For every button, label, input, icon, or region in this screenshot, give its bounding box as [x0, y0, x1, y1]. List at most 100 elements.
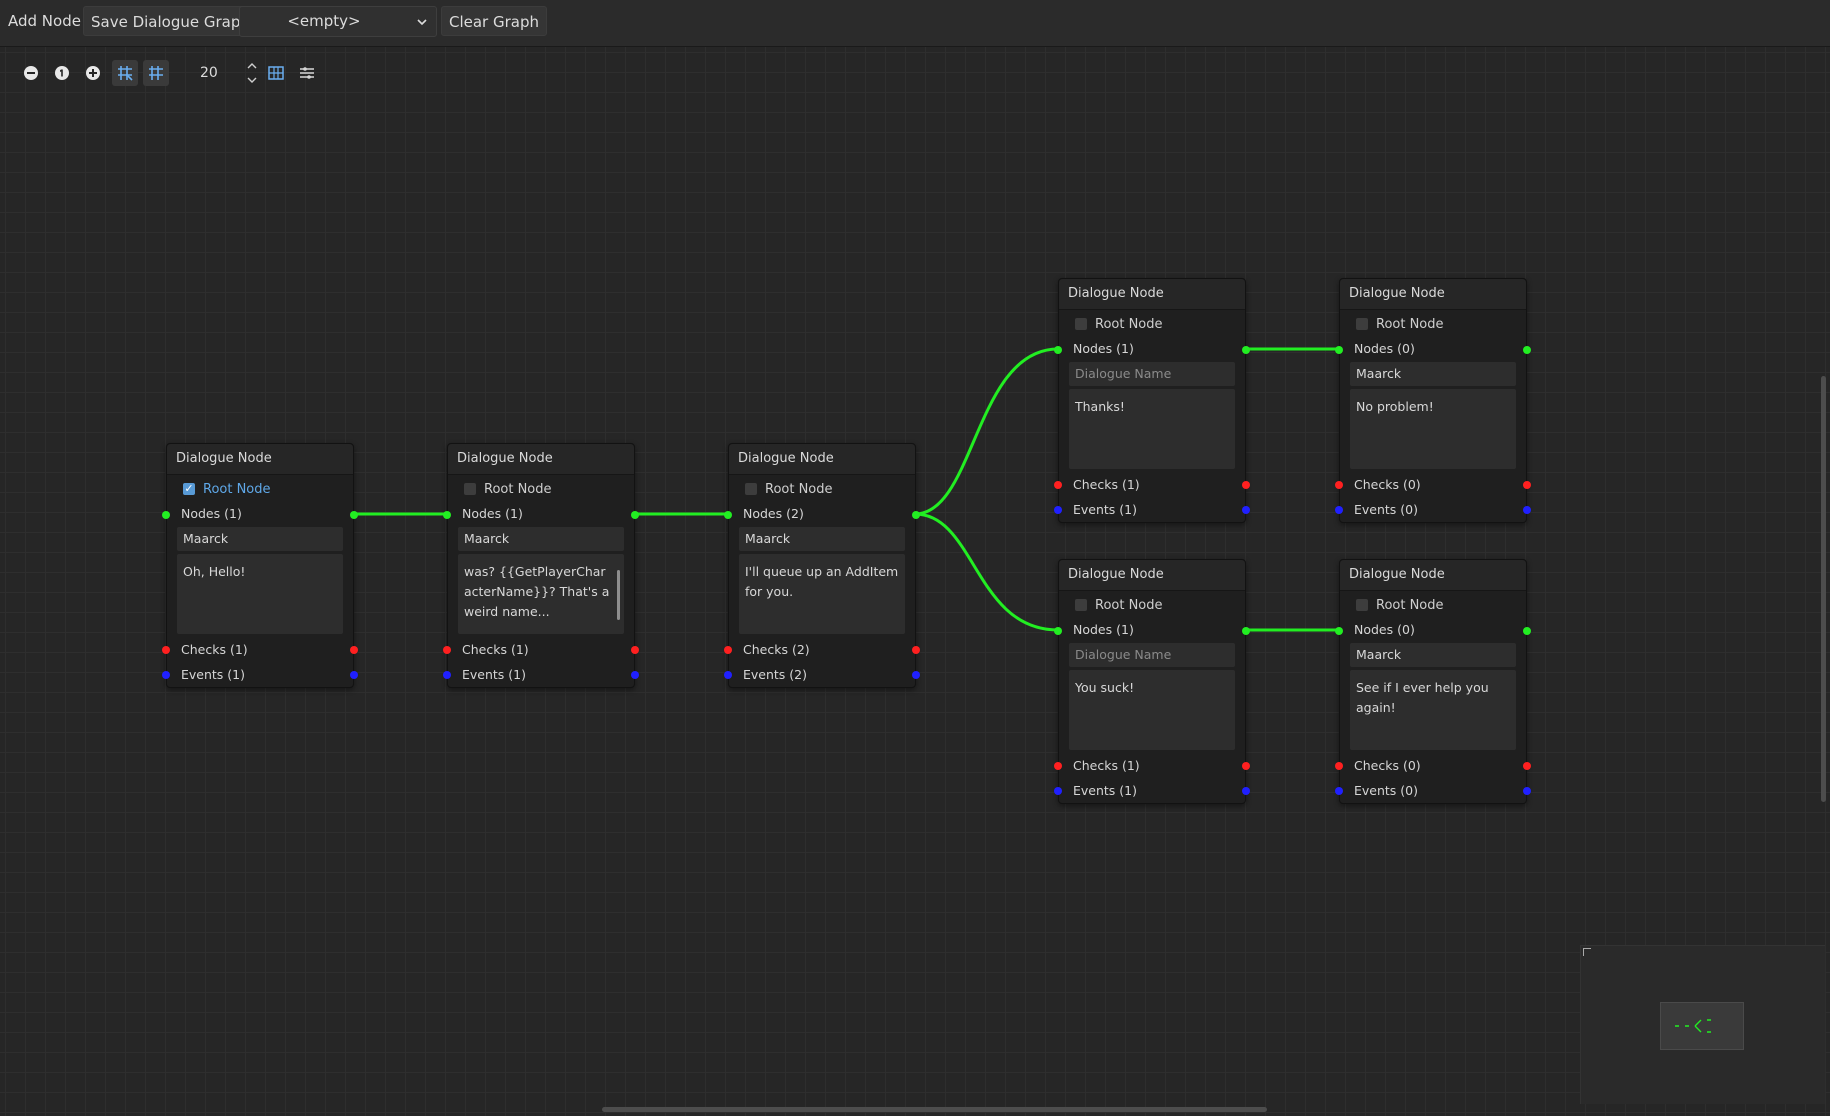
node-title[interactable]: Dialogue Node: [1059, 560, 1245, 591]
events-input-port[interactable]: [1335, 506, 1343, 514]
dialogue-node[interactable]: Dialogue Node Root Node Nodes (0) Maarck…: [1335, 559, 1531, 804]
minimap-viewport[interactable]: [1660, 1002, 1744, 1050]
minimap-resize-handle[interactable]: [1583, 948, 1591, 956]
zoom-out-icon[interactable]: [18, 60, 44, 86]
checks-input-port[interactable]: [162, 646, 170, 654]
events-input-port[interactable]: [443, 671, 451, 679]
checks-output-port[interactable]: [350, 646, 358, 654]
dialogue-name-input[interactable]: Maarck: [1350, 643, 1516, 667]
root-node-checkbox[interactable]: Root Node: [1356, 596, 1444, 614]
checkbox-icon[interactable]: [1075, 318, 1087, 330]
zoom-in-icon[interactable]: [80, 60, 106, 86]
snap-distance-spinbox[interactable]: 20: [176, 60, 258, 86]
dialogue-text-input[interactable]: You suck!: [1069, 670, 1235, 750]
node-input-port[interactable]: [1054, 346, 1062, 354]
dialogue-node[interactable]: Dialogue Node Root Node Nodes (2) Maarck…: [724, 443, 920, 688]
node-output-port[interactable]: [1523, 627, 1531, 635]
checks-output-port[interactable]: [912, 646, 920, 654]
checks-output-port[interactable]: [631, 646, 639, 654]
node-output-port[interactable]: [631, 511, 639, 519]
checkbox-icon[interactable]: [1356, 599, 1368, 611]
node-title[interactable]: Dialogue Node: [1340, 560, 1526, 591]
checks-input-port[interactable]: [443, 646, 451, 654]
dialogue-node[interactable]: Dialogue Node Root Node Nodes (1) Dialog…: [1054, 278, 1250, 523]
events-input-port[interactable]: [724, 671, 732, 679]
node-output-port[interactable]: [1242, 627, 1250, 635]
checkbox-icon[interactable]: [464, 483, 476, 495]
checks-input-port[interactable]: [1054, 481, 1062, 489]
dialogue-text-input[interactable]: was? {{GetPlayerCharacterName}}? That's …: [458, 554, 624, 634]
events-output-port[interactable]: [1523, 787, 1531, 795]
vertical-scrollbar[interactable]: [1821, 376, 1826, 802]
checkbox-icon[interactable]: [1075, 599, 1087, 611]
node-output-port[interactable]: [350, 511, 358, 519]
events-input-port[interactable]: [1054, 506, 1062, 514]
events-output-port[interactable]: [631, 671, 639, 679]
node-input-port[interactable]: [443, 511, 451, 519]
events-output-port[interactable]: [1242, 506, 1250, 514]
dialogue-name-input[interactable]: Maarck: [1350, 362, 1516, 386]
dialogue-name-input[interactable]: Maarck: [458, 527, 624, 551]
dialogue-text-input[interactable]: Oh, Hello!: [177, 554, 343, 634]
minimap[interactable]: [1580, 945, 1825, 1104]
node-input-port[interactable]: [724, 511, 732, 519]
events-input-port[interactable]: [1335, 787, 1343, 795]
dialogue-name-input[interactable]: Maarck: [739, 527, 905, 551]
checks-input-port[interactable]: [1335, 762, 1343, 770]
events-output-port[interactable]: [1523, 506, 1531, 514]
clear-graph-button[interactable]: Clear Graph: [441, 6, 548, 36]
add-node-button[interactable]: Add Node: [8, 12, 81, 30]
dialogue-node[interactable]: Dialogue Node ✓ Root Node Nodes (1) Maar…: [162, 443, 358, 688]
node-input-port[interactable]: [162, 511, 170, 519]
dialogue-text-input[interactable]: Thanks!: [1069, 389, 1235, 469]
root-node-checkbox[interactable]: Root Node: [464, 480, 552, 498]
dialogue-name-input[interactable]: Dialogue Name: [1069, 362, 1235, 386]
checks-input-port[interactable]: [1054, 762, 1062, 770]
node-input-port[interactable]: [1335, 627, 1343, 635]
node-output-port[interactable]: [1242, 346, 1250, 354]
checks-output-port[interactable]: [1523, 762, 1531, 770]
node-title[interactable]: Dialogue Node: [167, 444, 353, 475]
dialogue-name-input[interactable]: Dialogue Name: [1069, 643, 1235, 667]
snap-grid-icon[interactable]: [112, 60, 138, 86]
root-node-checkbox[interactable]: ✓ Root Node: [183, 480, 271, 498]
save-dialogue-graph-button[interactable]: Save Dialogue Graph: [83, 6, 258, 36]
arrange-icon[interactable]: [294, 60, 320, 86]
root-node-checkbox[interactable]: Root Node: [745, 480, 833, 498]
events-output-port[interactable]: [350, 671, 358, 679]
node-input-port[interactable]: [1054, 627, 1062, 635]
root-node-checkbox[interactable]: Root Node: [1075, 596, 1163, 614]
checks-input-port[interactable]: [724, 646, 732, 654]
zoom-reset-icon[interactable]: [49, 60, 75, 86]
spin-arrows-icon[interactable]: [246, 60, 258, 95]
checkbox-checked-icon[interactable]: ✓: [183, 482, 195, 495]
root-node-checkbox[interactable]: Root Node: [1075, 315, 1163, 333]
dialogue-node[interactable]: Dialogue Node Root Node Nodes (1) Dialog…: [1054, 559, 1250, 804]
node-title[interactable]: Dialogue Node: [729, 444, 915, 475]
checks-output-port[interactable]: [1523, 481, 1531, 489]
dialogue-name-input[interactable]: Maarck: [177, 527, 343, 551]
events-input-port[interactable]: [1054, 787, 1062, 795]
minimap-icon[interactable]: [263, 60, 289, 86]
node-output-port[interactable]: [912, 511, 920, 519]
root-node-checkbox[interactable]: Root Node: [1356, 315, 1444, 333]
dialogue-text-input[interactable]: See if I ever help you again!: [1350, 670, 1516, 750]
graph-select[interactable]: <empty>: [239, 6, 437, 37]
node-title[interactable]: Dialogue Node: [448, 444, 634, 475]
checks-output-port[interactable]: [1242, 762, 1250, 770]
events-output-port[interactable]: [1242, 787, 1250, 795]
node-output-port[interactable]: [1523, 346, 1531, 354]
dialogue-text-input[interactable]: I'll queue up an AddItem for you.: [739, 554, 905, 634]
checks-output-port[interactable]: [1242, 481, 1250, 489]
dialogue-node[interactable]: Dialogue Node Root Node Nodes (0) Maarck…: [1335, 278, 1531, 523]
dialogue-text-input[interactable]: No problem!: [1350, 389, 1516, 469]
horizontal-scrollbar[interactable]: [602, 1107, 1267, 1112]
events-output-port[interactable]: [912, 671, 920, 679]
text-scrollbar[interactable]: [617, 570, 620, 620]
checkbox-icon[interactable]: [1356, 318, 1368, 330]
node-title[interactable]: Dialogue Node: [1340, 279, 1526, 310]
dialogue-node[interactable]: Dialogue Node Root Node Nodes (1) Maarck…: [443, 443, 639, 688]
events-input-port[interactable]: [162, 671, 170, 679]
grid-toggle-icon[interactable]: [143, 60, 169, 86]
node-title[interactable]: Dialogue Node: [1059, 279, 1245, 310]
